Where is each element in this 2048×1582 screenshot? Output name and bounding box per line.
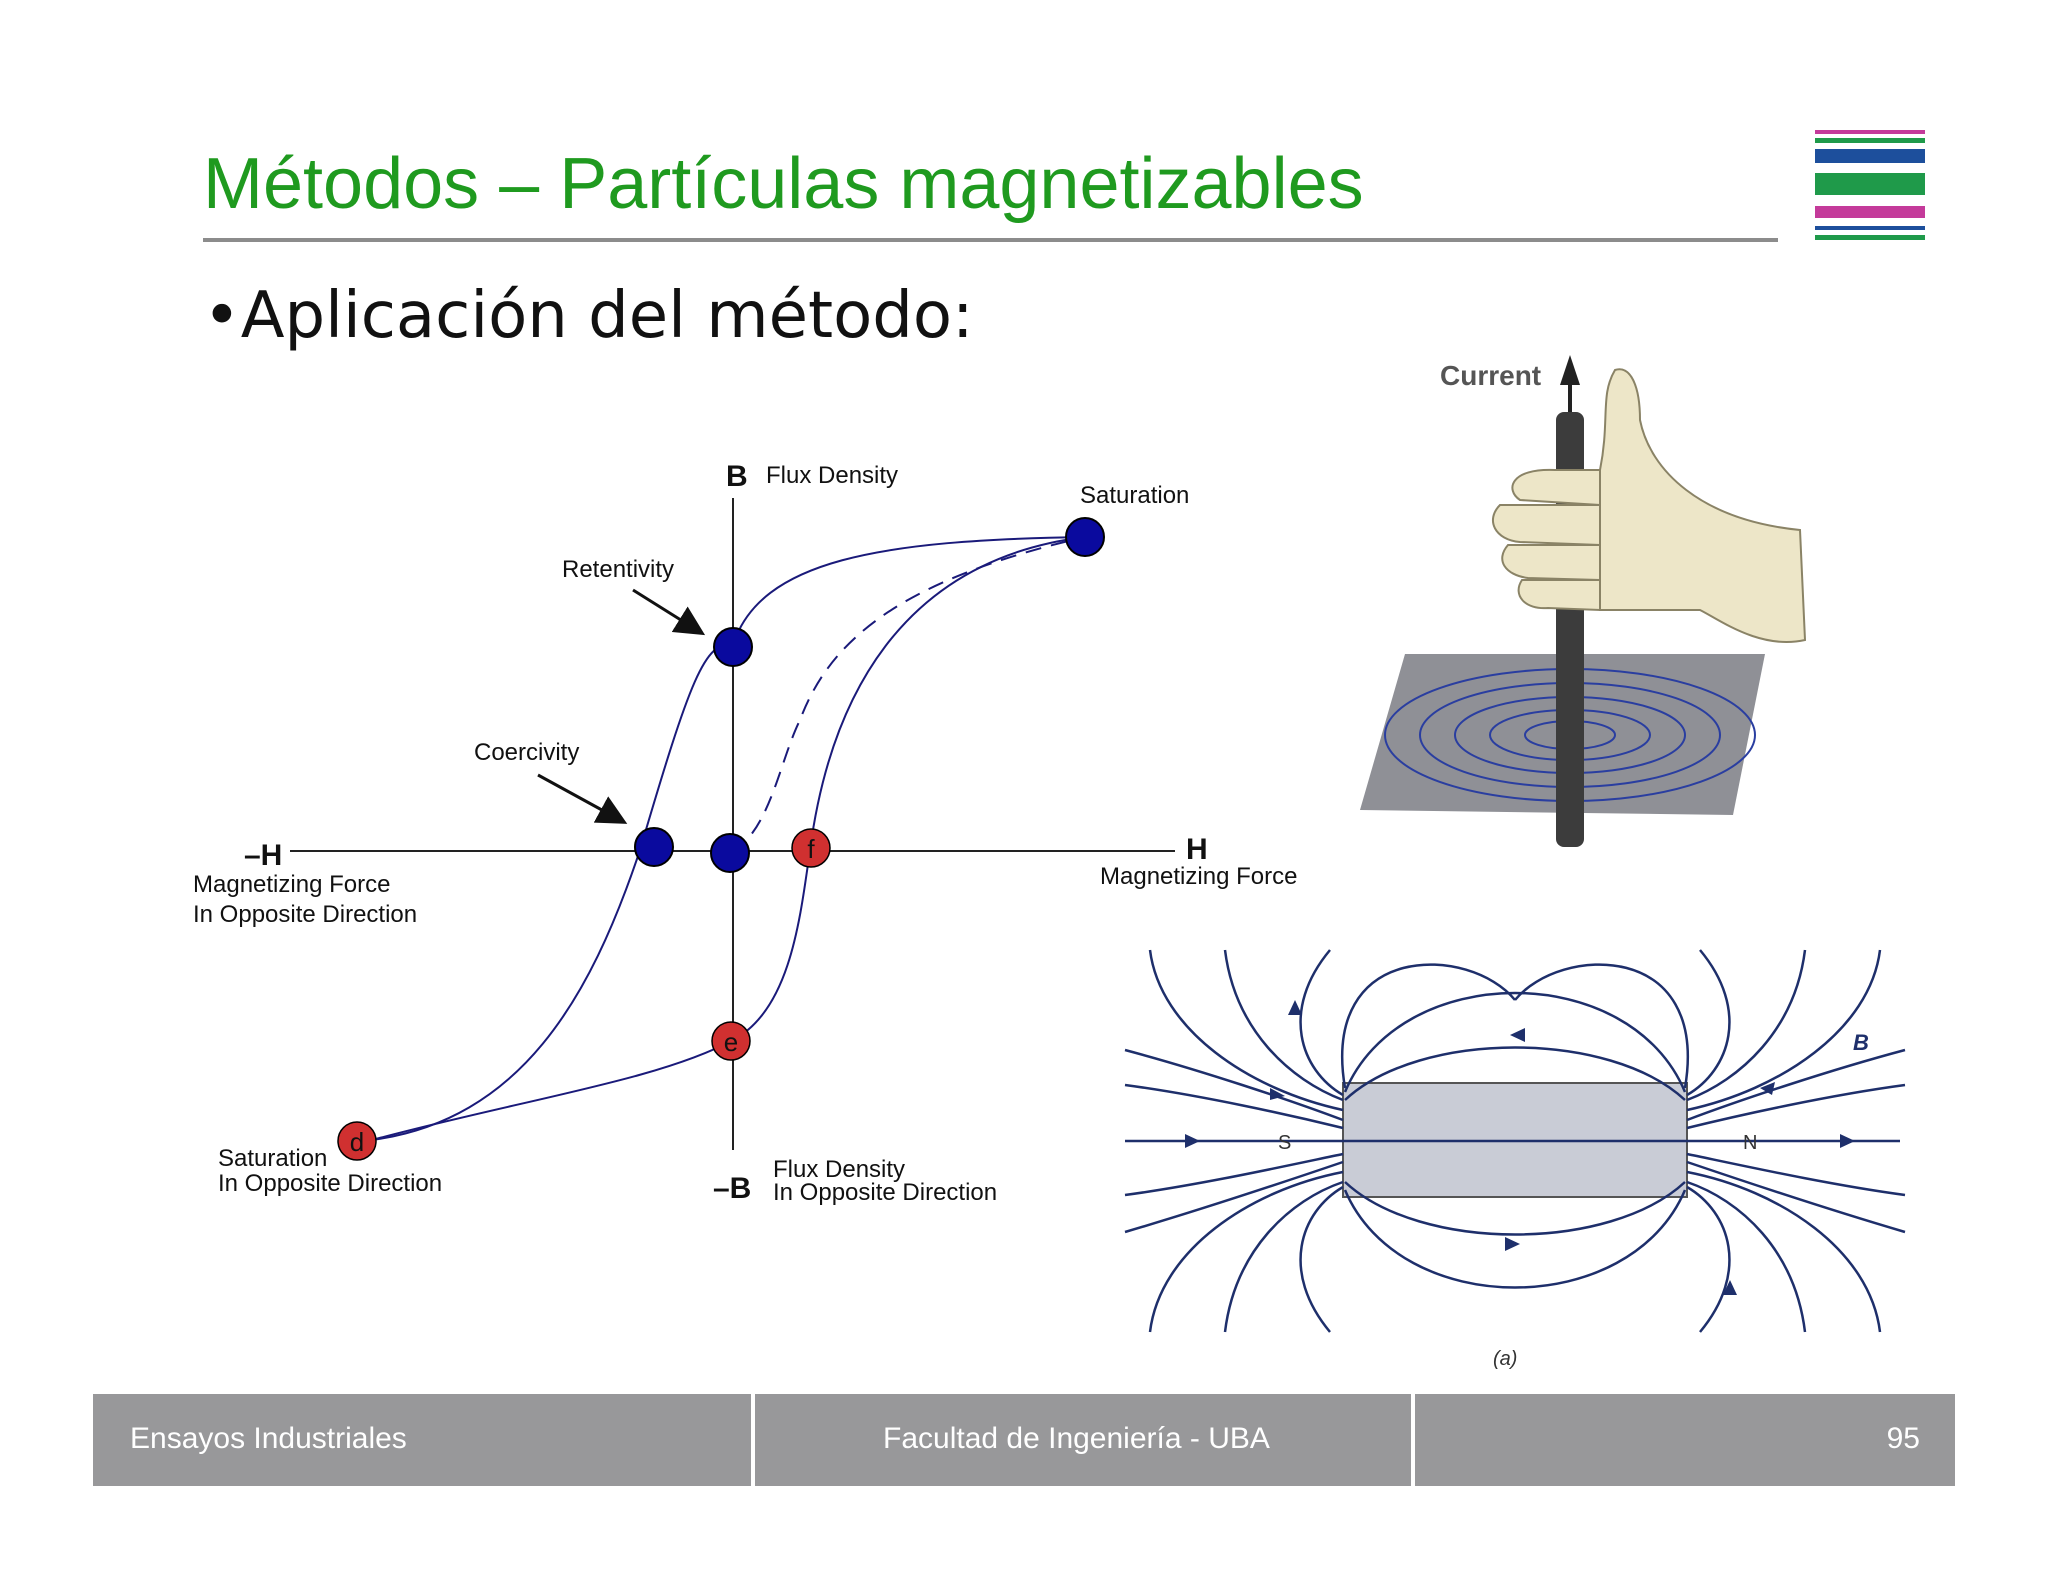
saturation-label: Saturation [1080, 482, 1189, 509]
coercivity-label: Coercivity [474, 739, 579, 766]
axis-neg-b-label: –B [713, 1172, 751, 1205]
south-pole-label: S [1278, 1132, 1291, 1154]
logo-stripes [1815, 130, 1925, 240]
sat-opp-label-line1: Saturation [218, 1145, 327, 1172]
footer-left-cell: Ensayos Industriales [93, 1394, 751, 1486]
retentivity-label: Retentivity [562, 556, 674, 583]
field-symbol-label: B [1853, 1030, 1869, 1055]
neg-force-label-line1: Magnetizing Force [193, 871, 390, 898]
point-f-label: f [807, 834, 815, 864]
axis-h-label: H [1186, 833, 1208, 866]
title-underline [203, 238, 1778, 242]
point-d-label: d [350, 1127, 364, 1157]
page-number: 95 [1886, 1422, 1920, 1455]
magnetizing-force-label: Magnetizing Force [1100, 863, 1297, 890]
neg-force-label-line2: In Opposite Direction [193, 901, 417, 928]
axis-b-label: B [726, 460, 748, 493]
footer-course-name: Ensayos Industriales [130, 1422, 407, 1455]
flux-opp-label-line1: Flux Density [773, 1156, 905, 1183]
footer-center-cell: Facultad de Ingeniería - UBA [755, 1394, 1411, 1486]
bar-magnet-caption: (a) [1493, 1348, 1517, 1370]
current-label: Current [1440, 360, 1541, 391]
bullet-text: •Aplicación del método: [203, 279, 974, 353]
footer-right-cell: 95 [1415, 1394, 1955, 1486]
slide-title: Métodos – Partículas magnetizables [203, 144, 1364, 224]
north-pole-label: N [1743, 1132, 1757, 1154]
footer-institution: Facultad de Ingeniería - UBA [883, 1422, 1270, 1455]
sat-opp-label-line2: In Opposite Direction [218, 1170, 442, 1197]
axis-neg-h-label: –H [244, 839, 282, 872]
flux-density-label: Flux Density [766, 462, 898, 489]
flux-opp-label-line2: In Opposite Direction [773, 1179, 997, 1206]
point-e-label: e [724, 1027, 738, 1057]
